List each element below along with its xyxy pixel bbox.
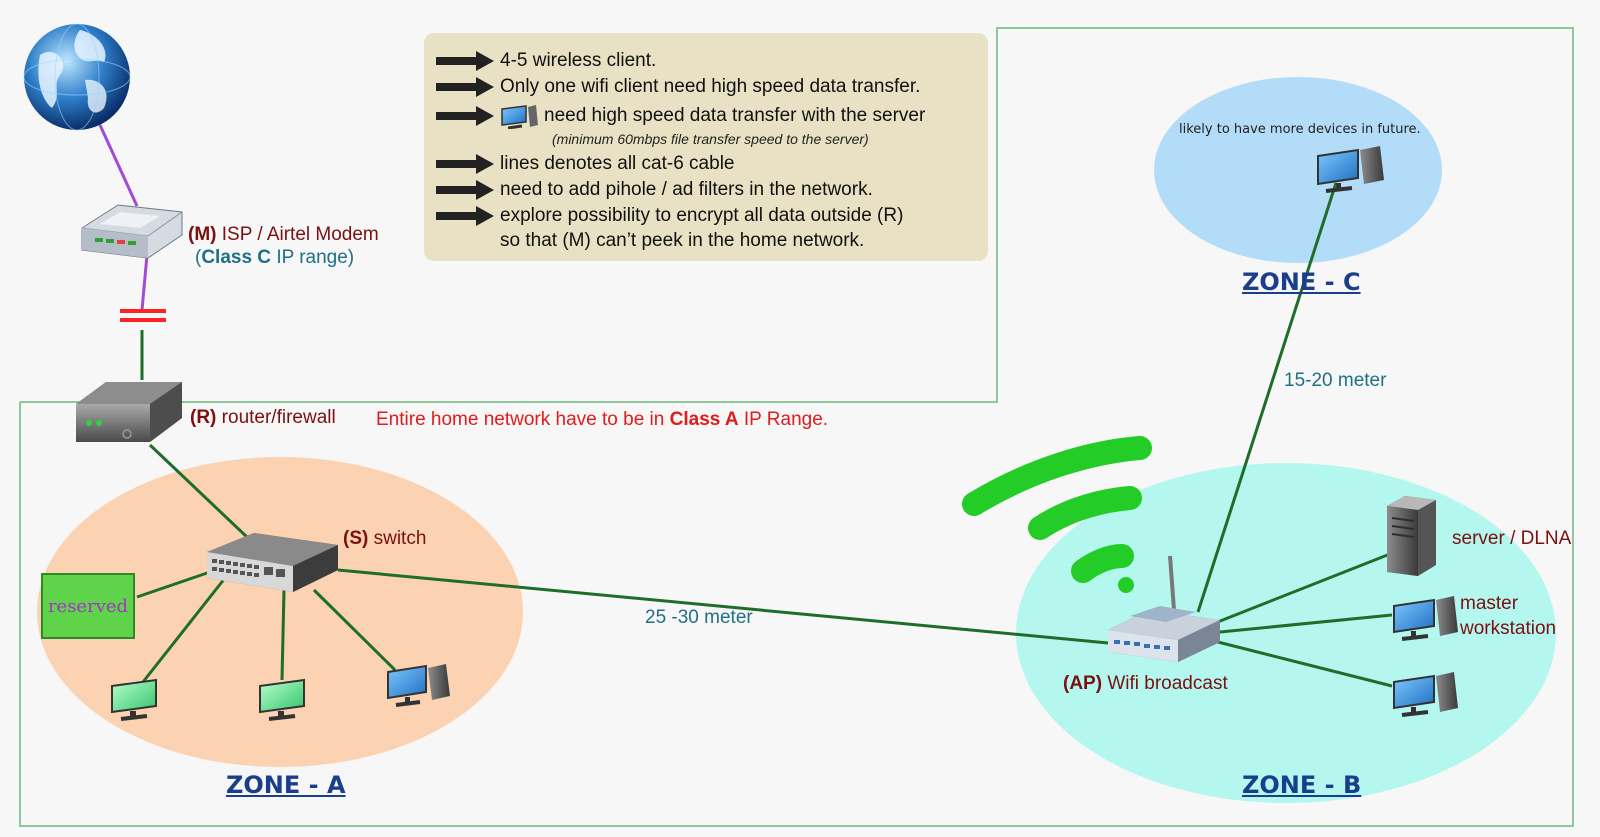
modem-ip-rest: IP range) [276, 247, 355, 268]
router-name: router/firewall [221, 407, 336, 428]
requirements-note-box: 4-5 wireless client. Only one wifi clien… [424, 33, 988, 261]
internet-link [98, 124, 139, 207]
home-network-post: IP Range. [743, 409, 829, 430]
desktop-computer-icon [501, 105, 538, 129]
modem-label: (M) ISP / Airtel Modem [188, 224, 379, 246]
cable-switch-pc1 [141, 577, 227, 683]
arrow-right-icon [436, 180, 494, 200]
master-workstation-icon [1393, 596, 1458, 641]
modem-name: ISP / Airtel Modem [221, 224, 379, 245]
zone-a-title: ZONE - A [226, 771, 346, 799]
arrow-right-icon [436, 154, 494, 174]
reserved-label: reserved [47, 595, 129, 617]
note-item-2: Only one wifi client need high speed dat… [436, 76, 920, 98]
arrow-right-icon [436, 51, 494, 71]
cable-switch-pc2 [280, 589, 286, 681]
router-icon [76, 382, 182, 442]
arrow-right-icon [436, 106, 494, 126]
modem-link [140, 254, 149, 311]
note-text: need high speed data transfer with the s… [544, 105, 926, 126]
cat6-cables [136, 182, 1396, 688]
zone-a-monitor-1-icon [111, 678, 157, 721]
zone-c-area [1154, 77, 1442, 263]
server-tower-icon [1387, 496, 1436, 576]
server-label: server / DLNA [1452, 528, 1572, 549]
access-point-name: Wifi broadcast [1107, 673, 1228, 694]
arrow-right-icon [436, 77, 494, 97]
zone-c-note: likely to have more devices in future. [1179, 122, 1421, 137]
zone-a-desktop-computer-icon [387, 664, 450, 707]
globe-icon [23, 23, 131, 131]
modem-ip-open: ( [195, 247, 202, 268]
zone-b-desktop-computer-icon [1393, 672, 1458, 717]
note-text: Only one wifi client need high speed dat… [500, 76, 921, 97]
home-network-pre: Entire home network have to be in [376, 409, 665, 430]
note-item-3: need high speed data transfer with the s… [436, 103, 925, 129]
modem-tag: (M) [188, 224, 217, 245]
switch-icon [207, 533, 338, 592]
switch-name: switch [373, 528, 427, 549]
modem-icon [81, 204, 183, 259]
access-point-icon [1108, 555, 1220, 662]
note-item-5: need to add pihole / ad filters in the n… [436, 179, 873, 201]
reserved-port-box: reserved [41, 573, 135, 639]
zone-c-desktop-computer-icon [1317, 146, 1384, 193]
workstation-label: workstation [1460, 618, 1557, 639]
master-label: master [1460, 593, 1519, 614]
cable-ap-master [1209, 613, 1393, 635]
access-point-tag: (AP) [1063, 673, 1103, 694]
network-boundary [19, 27, 1574, 827]
cable-switch-ap [337, 568, 1109, 645]
cable-length-switch-ap: 25 -30 meter [645, 607, 753, 628]
zone-b-title: ZONE - B [1242, 771, 1362, 799]
note-item-4: lines denotes all cat-6 cable [436, 153, 734, 175]
wifi-signal-icon [962, 436, 1152, 593]
note-item-1: 4-5 wireless client. [436, 50, 656, 72]
router-label: (R) router/firewall [190, 407, 336, 429]
note-item-6: explore possibility to encrypt all data … [436, 205, 903, 227]
note-text: explore possibility to encrypt all data … [500, 205, 904, 226]
note-text: lines denotes all cat-6 cable [500, 153, 735, 174]
cable-router-switch [148, 443, 250, 540]
arrow-right-icon [436, 206, 494, 226]
zone-a-monitor-2-icon [259, 678, 305, 721]
cable-ap-pc [1209, 638, 1393, 688]
cable-ap-server [1209, 550, 1396, 627]
cable-switch-reserved [136, 570, 211, 599]
cable-ap-zone-c [1196, 182, 1338, 613]
modem-ip-range: (Class C IP range) [195, 247, 354, 269]
cable-length-ap-zone-c: 15-20 meter [1284, 370, 1387, 391]
note-continuation: so that (M) can’t peek in the home netwo… [500, 230, 865, 251]
router-tag: (R) [190, 407, 217, 428]
cable-switch-pc3 [312, 588, 397, 672]
note-text: 4-5 wireless client. [500, 50, 657, 71]
switch-label: (S) switch [343, 528, 426, 550]
access-point-label: (AP) Wifi broadcast [1063, 673, 1228, 695]
modem-ip-class: Class C [201, 247, 272, 268]
home-network-note: Entire home network have to be in Class … [376, 409, 828, 431]
zone-c-title: ZONE - C [1242, 268, 1361, 296]
switch-tag: (S) [343, 528, 369, 549]
home-network-class: Class A [669, 409, 739, 430]
note-text: need to add pihole / ad filters in the n… [500, 179, 873, 200]
note-subtext: (minimum 60mbps file transfer speed to t… [552, 131, 869, 147]
